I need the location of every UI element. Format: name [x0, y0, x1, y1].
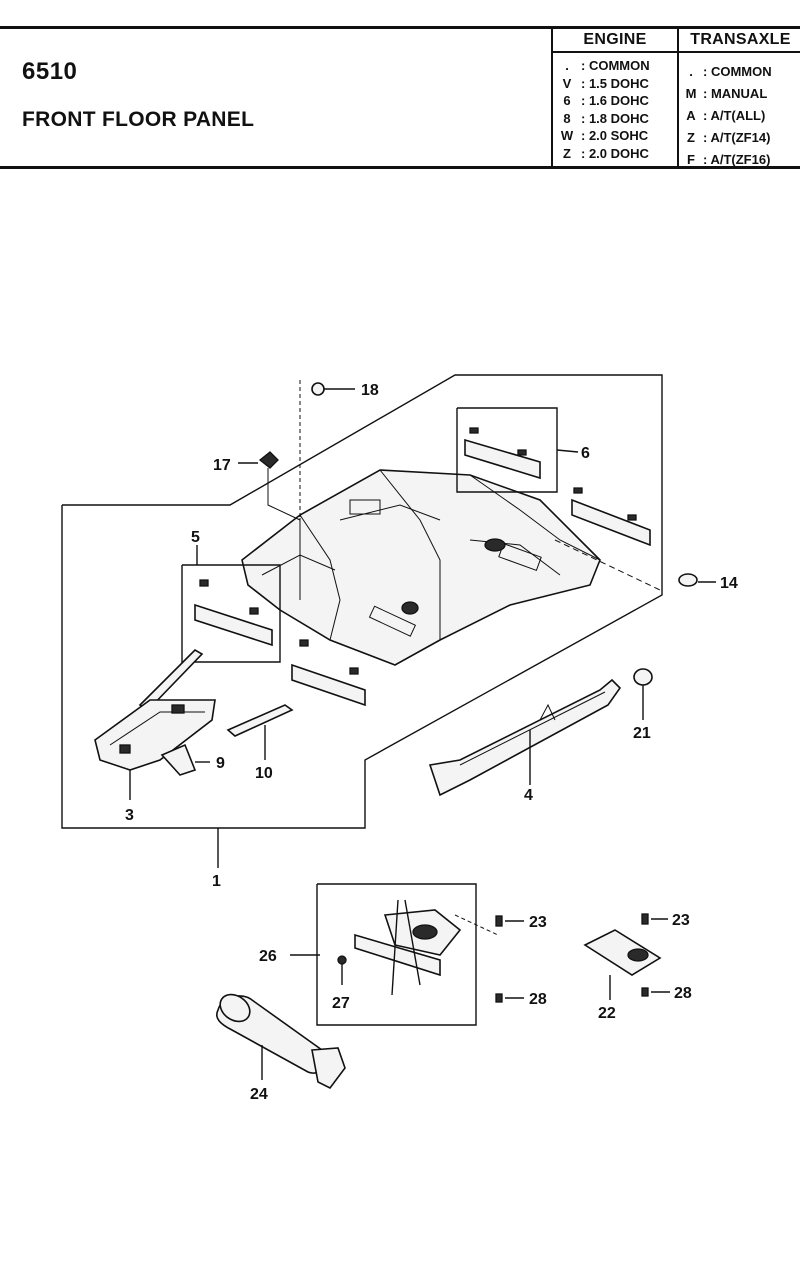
callout-24: 24: [250, 1086, 268, 1103]
part-5-box: [181, 564, 281, 663]
callout-23b: 23: [672, 912, 690, 929]
transaxle-row: M: MANUAL: [685, 86, 768, 101]
bracket-5: [194, 579, 273, 647]
engine-row: W: 2.0 SOHC: [560, 128, 649, 143]
callout-21: 21: [633, 725, 651, 742]
bracket-22: [583, 929, 662, 1000]
engine-row: V: 1.5 DOHC: [562, 75, 649, 91]
callout-26: 26: [259, 948, 277, 965]
callout-22: 22: [598, 1005, 616, 1022]
bolt-23a: [495, 915, 524, 927]
bolt-23b: [641, 913, 668, 925]
clip-17: [238, 451, 279, 469]
callout-6: 6: [581, 445, 590, 462]
leader-23a-dash: [454, 914, 499, 936]
callout-3: 3: [125, 807, 134, 824]
callout-4: 4: [524, 787, 533, 804]
plug-14: [678, 573, 716, 587]
section-code: 6510: [22, 58, 78, 85]
section-title: FRONT FLOOR PANEL: [22, 108, 255, 131]
part-6-box: [456, 407, 558, 493]
callout-14: 14: [720, 575, 738, 592]
callout-9: 9: [216, 755, 225, 772]
callout-18: 18: [361, 382, 379, 399]
leader-17: [267, 468, 301, 521]
transaxle-row: Z: A/T(ZF14): [687, 130, 771, 145]
callout-10: 10: [255, 765, 273, 782]
side-member-4: [428, 678, 622, 797]
engine-row: 6: 1.6 DOHC: [563, 93, 649, 108]
callout-27: 27: [332, 995, 350, 1012]
callout-23a: 23: [529, 914, 547, 931]
transaxle-row: A: A/T(ALL): [686, 108, 766, 123]
canister-24: [216, 993, 346, 1090]
assembly-boundary: [61, 374, 663, 829]
page-header: 6510 FRONT FLOOR PANEL ENGINE .: COMMON …: [0, 0, 800, 172]
callout-28b: 28: [674, 985, 692, 1002]
bolt-27: [337, 955, 347, 985]
bracket-lower: [291, 639, 366, 707]
crossmember-26: [354, 899, 462, 996]
nut-28b: [641, 987, 670, 997]
grommet-18: [311, 382, 355, 396]
bracket-6a: [464, 427, 541, 480]
top-rule: [0, 26, 800, 29]
transaxle-legend: TRANSAXLE .: COMMON M: MANUAL A: A/T(ALL…: [677, 29, 800, 167]
engine-legend: ENGINE .: COMMON V: 1.5 DOHC 6: 1.6 DOHC…: [551, 29, 677, 166]
engine-row: 8: 1.8 DOHC: [563, 110, 649, 126]
engine-row: .: COMMON: [565, 58, 650, 73]
tunnel-reinforcement-3: [94, 699, 216, 771]
rail-10: [226, 704, 294, 737]
transaxle-row: .: COMMON: [689, 64, 772, 79]
bracket-6b: [571, 487, 651, 547]
leader-6: [556, 449, 579, 453]
bottom-rule: [0, 166, 800, 169]
transaxle-legend-heading: TRANSAXLE: [679, 29, 800, 53]
bracket-9: [160, 743, 197, 776]
callout-1: 1: [212, 873, 221, 890]
transaxle-row: F: A/T(ZF16): [687, 152, 771, 167]
part-26-box: [316, 883, 477, 1026]
nut-28a: [495, 993, 524, 1003]
engine-legend-heading: ENGINE: [553, 29, 677, 53]
plug-21: [633, 668, 653, 720]
callout-28a: 28: [529, 991, 547, 1008]
engine-row: Z: 2.0 DOHC: [563, 145, 649, 161]
floor-panel: [241, 469, 601, 666]
callout-17: 17: [213, 457, 231, 474]
callout-5: 5: [191, 529, 200, 546]
